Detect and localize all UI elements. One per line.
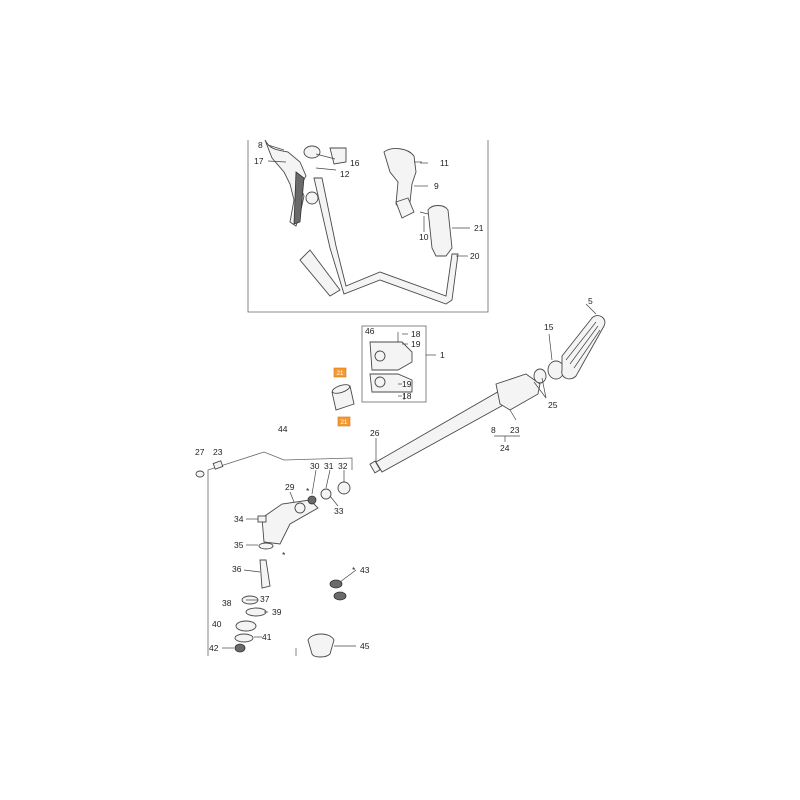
bushing-25 bbox=[533, 368, 547, 384]
label-1: 1 bbox=[440, 350, 445, 360]
label-19-top: 19 bbox=[411, 339, 421, 349]
label-30: 30 bbox=[310, 461, 320, 471]
screw-23-left bbox=[212, 460, 224, 470]
highlight-tag-bottom bbox=[337, 416, 351, 427]
handle-clamp bbox=[305, 191, 319, 205]
label-46: 46 bbox=[365, 326, 375, 336]
handle-bar bbox=[313, 177, 459, 305]
tube-coupling bbox=[495, 373, 541, 411]
washer-35 bbox=[258, 542, 274, 550]
nut-43 bbox=[329, 579, 343, 589]
label-12: 12 bbox=[340, 169, 350, 179]
nut-43-b bbox=[333, 591, 347, 601]
label-23-right: 23 bbox=[510, 425, 520, 435]
washer-39 bbox=[245, 607, 267, 617]
gear-housing-29 bbox=[261, 499, 319, 545]
label-35: 35 bbox=[234, 540, 244, 550]
handle-grip-21 bbox=[427, 205, 453, 257]
label-19-bottom: 19 bbox=[402, 379, 412, 389]
washer-41 bbox=[234, 633, 254, 643]
leader-lines bbox=[222, 144, 597, 649]
seal-31 bbox=[320, 488, 332, 500]
label-5: 5 bbox=[588, 296, 593, 306]
screw-34 bbox=[257, 515, 267, 523]
label-17: 17 bbox=[254, 156, 264, 166]
handle-bracket bbox=[329, 147, 347, 165]
label-42: 42 bbox=[209, 643, 219, 653]
label-20: 20 bbox=[470, 251, 480, 261]
loose-parts bbox=[307, 579, 347, 658]
gearhead-assembly-group bbox=[195, 451, 353, 656]
label-8-top: 8 bbox=[258, 140, 263, 150]
asterisk-43: * bbox=[352, 565, 356, 575]
handle-assembly-group bbox=[247, 139, 489, 313]
handle-knob bbox=[303, 145, 321, 159]
bearing-30 bbox=[307, 495, 317, 505]
label-25: 25 bbox=[548, 400, 558, 410]
clamp-hole bbox=[374, 350, 386, 362]
output-shaft-36 bbox=[259, 559, 271, 589]
label-33: 33 bbox=[334, 506, 344, 516]
label-21: 21 bbox=[474, 223, 484, 233]
rear-grip-clamp bbox=[395, 197, 415, 219]
screw-10 bbox=[419, 211, 429, 215]
asterisk-30: * bbox=[306, 486, 310, 496]
asterisk-marks: * * * bbox=[282, 486, 356, 575]
guard-cap-45 bbox=[307, 633, 335, 658]
shaft-grip-5 bbox=[561, 315, 606, 380]
highlighted-part-group: 21 21 bbox=[331, 367, 355, 427]
flange-40 bbox=[235, 620, 257, 632]
label-40: 40 bbox=[212, 619, 222, 629]
label-43: 43 bbox=[360, 565, 370, 575]
highlight-tag-top bbox=[333, 367, 347, 378]
nut-42 bbox=[234, 643, 246, 653]
shaft-end bbox=[369, 460, 381, 474]
clamp-hole-lower bbox=[374, 376, 386, 388]
label-26: 26 bbox=[370, 428, 380, 438]
grip-ribs bbox=[565, 321, 601, 369]
highlight-tag-top-text: 21 bbox=[337, 371, 344, 377]
label-44: 44 bbox=[278, 424, 288, 434]
label-18-bottom: 18 bbox=[402, 391, 412, 401]
label-11: 11 bbox=[440, 158, 449, 168]
part-labels: 8 17 16 12 11 9 10 21 20 5 15 46 18 19 1… bbox=[195, 140, 593, 653]
gearhead-group-frame bbox=[207, 451, 353, 656]
label-16: 16 bbox=[350, 158, 360, 168]
rear-grip bbox=[383, 148, 417, 213]
shaft-assembly-group bbox=[369, 315, 606, 474]
handle-group-frame bbox=[247, 140, 489, 313]
asterisk-36: * bbox=[282, 550, 286, 560]
washer-27 bbox=[195, 470, 205, 478]
label-9: 9 bbox=[434, 181, 439, 191]
label-29: 29 bbox=[285, 482, 295, 492]
clamp-group-frame bbox=[361, 325, 427, 403]
label-24: 24 bbox=[500, 443, 510, 453]
label-39: 39 bbox=[272, 607, 282, 617]
label-15: 15 bbox=[544, 322, 554, 332]
label-34: 34 bbox=[234, 514, 244, 524]
label-23-left: 23 bbox=[213, 447, 223, 457]
clamp-assembly-group bbox=[361, 325, 427, 403]
label-38: 38 bbox=[222, 598, 232, 608]
label-18-top: 18 bbox=[411, 329, 421, 339]
label-27: 27 bbox=[195, 447, 205, 457]
label-31: 31 bbox=[324, 461, 334, 471]
label-41: 41 bbox=[262, 632, 272, 642]
handle-bar-end bbox=[299, 249, 341, 297]
circlip-32 bbox=[337, 481, 351, 495]
throttle-grip-strip bbox=[293, 171, 305, 225]
screw-23 bbox=[509, 409, 517, 421]
label-45: 45 bbox=[360, 641, 370, 651]
label-32: 32 bbox=[338, 461, 348, 471]
gear-housing-bore bbox=[294, 502, 306, 514]
label-10: 10 bbox=[419, 232, 429, 242]
label-36: 36 bbox=[232, 564, 242, 574]
label-37: 37 bbox=[260, 594, 270, 604]
label-8-mid: 8 bbox=[491, 425, 496, 435]
spacer-tube-top bbox=[331, 384, 351, 394]
clamp-upper bbox=[369, 341, 413, 371]
highlight-tag-bottom-text: 21 bbox=[341, 420, 348, 426]
